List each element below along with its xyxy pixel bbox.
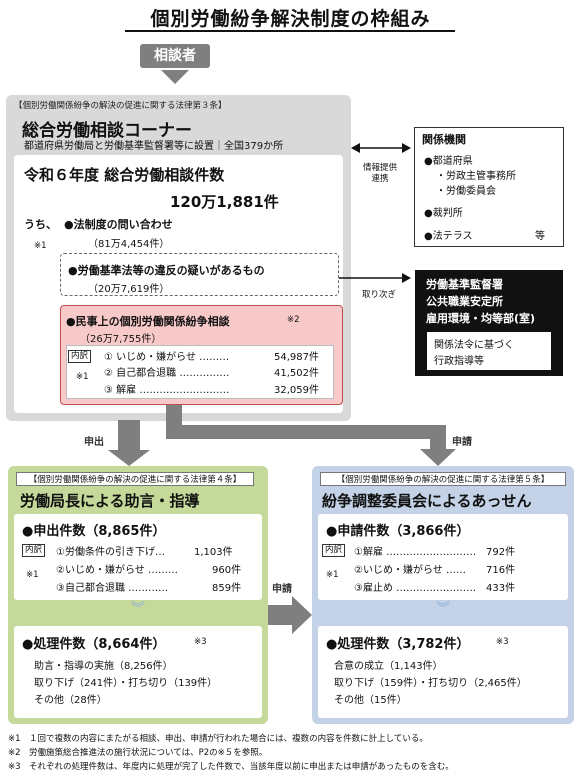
left-item-3-label: ③自己都合退職 …………	[56, 583, 169, 594]
violation-label: ●労働基準法等の違反の疑いがあるもの	[68, 264, 265, 277]
left-note-mark: ※1	[26, 570, 39, 580]
kikan-item-2: ・労政主管事務所	[436, 171, 516, 182]
right-proc-line-1: 合意の成立（1,143件）	[334, 661, 443, 672]
guidance-line-1: 関係法令に基づく	[434, 340, 514, 351]
violation-count: （20万7,619件）	[88, 284, 170, 295]
chevron-down-icon: ︾	[436, 601, 450, 617]
uchi-label: うち、	[24, 218, 57, 231]
left-proc-line-1: 助言・指導の実施（8,256件）	[34, 661, 173, 672]
breakdown-item-2-label: ② 自己都合退職 ……………	[104, 368, 230, 379]
chevron-down-icon: ︾	[131, 601, 145, 617]
breakdown-item-1-value: 54,987件	[274, 352, 319, 363]
total-count: 120万1,881件	[170, 193, 279, 211]
guidance-box	[427, 332, 551, 370]
civil-dispute-count: （26万7,755件）	[80, 334, 162, 345]
kikan-item-1: ●都道府県	[424, 156, 473, 167]
moushide-count-card	[14, 514, 262, 600]
advice-guidance-title: 労働局長による助言・指導	[20, 492, 200, 510]
left-proc-card	[14, 626, 262, 718]
title-underline	[125, 30, 455, 32]
left-item-3-value: 859件	[212, 583, 242, 594]
law-inquiry-label: ●法制度の問い合わせ	[64, 218, 173, 231]
violation-box	[60, 253, 339, 296]
breakdown-item-1-label: ① いじめ・嫌がらせ ………	[104, 352, 230, 363]
left-proc-title: ●処理件数（8,664件）	[22, 637, 166, 652]
moushide-arrow	[108, 420, 150, 466]
right-proc-line-3: その他（15件）	[334, 695, 407, 706]
consulter-badge: 相談者	[140, 44, 210, 68]
left-breakdown-tag: 内訳	[22, 544, 46, 557]
referral-label: 取り次ぎ	[362, 290, 397, 300]
shinsei-arrow-horizontal	[268, 596, 312, 634]
law-label-3: 【個別労働関係紛争の解決の促進に関する法律第３条】	[14, 101, 227, 111]
right-proc-title: ●処理件数（3,782件）	[326, 637, 470, 652]
corner-subtitle: 都道府県労働局と労働基準監督署等に設置｜全国379か所	[24, 141, 284, 152]
right-proc-card	[318, 626, 568, 718]
footnote-1: ※1 １回で複数の内容にまたがる相談、申出、申請が行われた場合には、複数の内容を…	[8, 734, 428, 744]
right-proc-note: ※3	[496, 637, 509, 647]
shinsei-count-card	[318, 514, 568, 600]
moushide-label: 申出	[84, 437, 104, 448]
left-item-1-value: 1,103件	[194, 547, 233, 558]
right-breakdown-tag: 内訳	[322, 544, 346, 557]
note-mark-1b: ※1	[76, 372, 89, 382]
right-item-2-label: ②いじめ・嫌がらせ ……	[354, 565, 466, 576]
kikan-title: 関係機関	[422, 133, 466, 146]
left-proc-line-3: その他（28件）	[34, 695, 107, 706]
arrow-down-icon	[161, 70, 189, 84]
shinsei-arrow	[166, 405, 456, 466]
civil-dispute-breakdown	[66, 345, 334, 399]
kikan-item-4: ●裁判所	[424, 208, 463, 219]
left-item-2-label: ②いじめ・嫌がらせ ………	[56, 565, 178, 576]
shinsei-count-title: ●申請件数（3,866件）	[326, 524, 470, 539]
kikan-item-5: ●法テラス	[424, 231, 473, 242]
law-inquiry-count: （81万4,454件）	[88, 239, 170, 250]
double-arrow-icon	[351, 143, 411, 153]
moushide-count-title: ●申出件数（8,865件）	[22, 524, 166, 539]
left-item-2-value: 960件	[212, 565, 242, 576]
mediation-title: 紛争調整委員会によるあっせん	[322, 492, 532, 510]
corner-title: 総合労働相談コーナー	[22, 121, 192, 141]
breakdown-item-3-value: 32,059件	[274, 385, 319, 396]
footnote-3: ※3 それぞれの処理件数は、年度内に処理が完了した件数で、当該年度以前に申出また…	[8, 762, 454, 772]
info-link-label: 情報提供 連携	[362, 163, 397, 184]
left-proc-line-2: 取り下げ（241件）・打ち切り（139件）	[34, 678, 218, 689]
guidance-line-2: 行政指導等	[434, 356, 484, 367]
law-label-4: 【個別労働関係紛争の解決の促進に関する法律第４条】	[16, 472, 254, 486]
note-mark-1: ※1	[34, 241, 47, 251]
black-line-2: 公共職業安定所	[426, 295, 503, 308]
civil-dispute-label: ●民事上の個別労働関係紛争相談	[66, 315, 230, 328]
shinsei-label-2: 申請	[272, 584, 292, 595]
footnote-2: ※2 労働施策総合推進法の施行状況については、P2の※５を参照。	[8, 748, 268, 758]
breakdown-item-2-value: 41,502件	[274, 368, 319, 379]
right-item-2-value: 716件	[486, 565, 516, 576]
law-label-5: 【個別労働関係紛争の解決の促進に関する法律第５条】	[320, 472, 566, 486]
right-item-3-value: 433件	[486, 583, 516, 594]
year-title: 令和６年度 総合労働相談件数	[24, 166, 225, 184]
right-item-1-value: 792件	[486, 547, 516, 558]
note-mark-2: ※2	[287, 315, 300, 325]
right-proc-line-2: 取り下げ（159件）・打ち切り（2,465件）	[334, 678, 527, 689]
shinsei-label: 申請	[452, 437, 472, 448]
left-item-1-label: ①労働条件の引き下げ…	[56, 547, 165, 558]
right-note-mark: ※1	[326, 570, 339, 580]
right-item-3-label: ③雇止め ……………………	[354, 583, 477, 594]
black-line-3: 雇用環境・均等部(室)	[426, 312, 536, 325]
page-title: 個別労働紛争解決制度の枠組み	[150, 8, 431, 30]
kikan-etc: 等	[535, 231, 545, 242]
left-proc-note: ※3	[194, 637, 207, 647]
related-organizations-box	[414, 127, 564, 247]
black-line-1: 労働基準監督署	[426, 278, 503, 291]
breakdown-item-3-label: ③ 解雇 ………………………	[104, 385, 230, 396]
breakdown-tag: 内訳	[68, 350, 92, 363]
arrow-right-icon	[339, 273, 411, 283]
right-item-1-label: ①解雇 ………………………	[354, 547, 477, 558]
kikan-item-3: ・労働委員会	[436, 186, 496, 197]
